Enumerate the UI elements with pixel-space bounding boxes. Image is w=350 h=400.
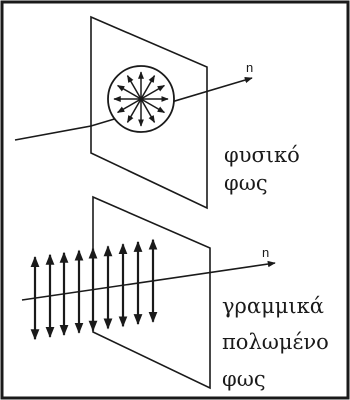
radial-vector-arrow xyxy=(140,98,166,114)
natural-light-axis-label: n xyxy=(246,60,253,75)
natural-light-panel: n φυσικό φως xyxy=(14,15,300,210)
radial-vector-arrow xyxy=(140,98,156,124)
radial-vector-arrow xyxy=(126,74,142,100)
radial-vector-arrow xyxy=(126,98,142,124)
polarized-light-plane xyxy=(92,195,211,390)
radial-vector-arrow xyxy=(116,84,142,100)
natural-light-caption-line1: φυσικό xyxy=(224,143,300,167)
radial-vector-arrow xyxy=(116,98,142,114)
polarized-light-caption-line3: φως xyxy=(222,367,266,391)
radial-vector-arrow xyxy=(140,84,166,100)
polarized-light-caption-line2: πολωμένο xyxy=(222,330,329,354)
radial-vector-arrow xyxy=(140,74,156,100)
polarized-light-caption-line1: γραμμικά xyxy=(222,294,324,318)
natural-light-caption-line2: φως xyxy=(224,171,268,195)
polarized-light-axis-label: n xyxy=(262,245,269,260)
polarized-light-ray xyxy=(21,260,276,301)
unpolarized-vectors xyxy=(113,71,169,127)
natural-light-ray-back xyxy=(14,125,92,141)
polarized-light-panel: n γραμμικά πολωμένο φως xyxy=(21,195,329,391)
